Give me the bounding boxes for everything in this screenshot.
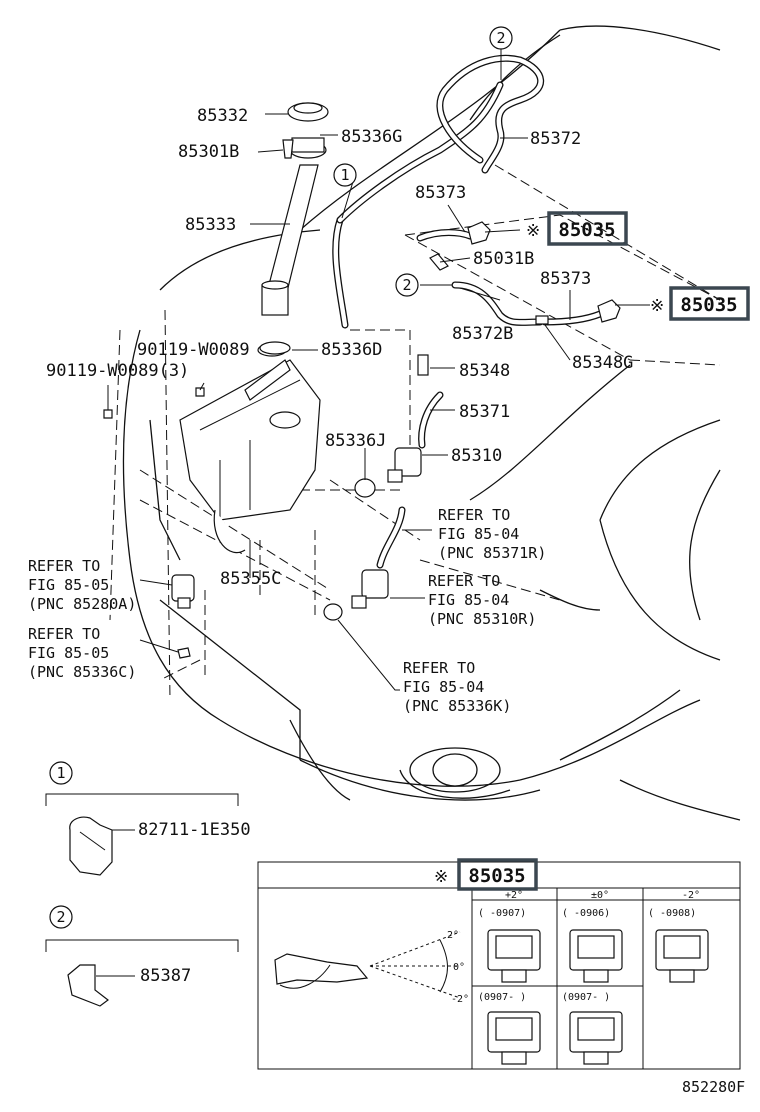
label-85336J[interactable]: 85336J — [325, 431, 386, 451]
callout-1-detail-label: 1 — [56, 764, 65, 782]
part-labels: 85332 85336G 85301B 85333 85372 85373 85… — [46, 106, 745, 1096]
figure-code: 852280F — [682, 1078, 745, 1096]
small-parts — [103, 221, 621, 659]
ref-85336C-line3[interactable]: (PNC 85336C) — [28, 663, 136, 681]
vehicle-outline — [109, 25, 741, 821]
range-plus2-early: ( -0907) — [478, 908, 526, 919]
label-85035-top[interactable]: 85035 — [558, 219, 615, 241]
range-minus2-early: ( -0908) — [648, 908, 696, 919]
label-85031B[interactable]: 85031B — [473, 249, 534, 269]
detail-2 — [45, 939, 239, 1007]
ref-mark-top: ※ — [526, 221, 540, 241]
highlight-85035-side[interactable]: ※ 85035 — [650, 286, 750, 321]
label-85336G[interactable]: 85336G — [341, 127, 402, 147]
label-85035-side[interactable]: 85035 — [680, 294, 737, 316]
callout-2-detail-label: 2 — [56, 908, 65, 926]
callout-1-hose-label: 1 — [340, 166, 349, 184]
label-85371[interactable]: 85371 — [459, 402, 510, 422]
callout-2-top-label: 2 — [496, 29, 505, 47]
ref-mark-table: ※ — [434, 867, 448, 887]
label-82711-1E350[interactable]: 82711-1E350 — [138, 820, 251, 840]
label-85035-table[interactable]: 85035 — [468, 865, 525, 887]
ref-85336C-line1: REFER TO — [28, 625, 100, 643]
angle-label-minus2: -2° — [451, 994, 469, 1005]
label-85373-upper[interactable]: 85373 — [415, 183, 466, 203]
angle-label-zero: 0° — [453, 962, 465, 973]
ref-85310R-line2: FIG 85-04 — [428, 591, 509, 609]
label-85336D[interactable]: 85336D — [321, 340, 382, 360]
label-85310[interactable]: 85310 — [451, 446, 502, 466]
ref-85310R-line3[interactable]: (PNC 85310R) — [428, 610, 536, 628]
callout-2-hose-label: 2 — [402, 276, 411, 294]
nozzle-table: ※ 85035 +2° ±0° -2° ( -0907) ( -0906) ( … — [257, 858, 741, 1070]
label-90119-w0089-3[interactable]: 90119-W0089(3) — [46, 361, 189, 381]
column-header-plus2: +2° — [505, 890, 523, 901]
callout-1-detail — [49, 761, 73, 785]
callout-1-hose — [333, 163, 357, 187]
label-85301B[interactable]: 85301B — [178, 142, 239, 162]
label-85355C[interactable]: 85355C — [220, 569, 281, 589]
label-85372B[interactable]: 85372B — [452, 324, 513, 344]
ref-85336K-line3[interactable]: (PNC 85336K) — [403, 697, 511, 715]
range-plus2-late: (0907- ) — [478, 992, 526, 1003]
label-85387[interactable]: 85387 — [140, 966, 191, 986]
highlight-85035-top[interactable]: ※ 85035 — [526, 211, 628, 246]
label-90119-w0089[interactable]: 90119-W0089 — [137, 340, 250, 360]
ref-85280A-line2: FIG 85-05 — [28, 576, 109, 594]
callout-2-hose — [395, 273, 419, 297]
column-header-zero: ±0° — [591, 890, 609, 901]
label-85372[interactable]: 85372 — [530, 129, 581, 149]
angle-label-plus2: 2° — [447, 930, 459, 941]
label-85373-lower[interactable]: 85373 — [540, 269, 591, 289]
detail-1 — [45, 793, 239, 876]
range-zero-early: ( -0906) — [562, 908, 610, 919]
column-header-minus2: -2° — [682, 890, 700, 901]
ref-85280A-line3[interactable]: (PNC 85280A) — [28, 595, 136, 613]
label-85348[interactable]: 85348 — [459, 361, 510, 381]
range-zero-late: (0907- ) — [562, 992, 610, 1003]
ref-85371R-line1: REFER TO — [438, 506, 510, 524]
washer-reservoir — [179, 102, 329, 554]
hoses — [332, 54, 604, 569]
label-85332[interactable]: 85332 — [197, 106, 248, 126]
label-85333[interactable]: 85333 — [185, 215, 236, 235]
ref-85280A-line1: REFER TO — [28, 557, 100, 575]
ref-85310R-line1: REFER TO — [428, 572, 500, 590]
ref-85336C-line2: FIG 85-05 — [28, 644, 109, 662]
ref-85336K-line1: REFER TO — [403, 659, 475, 677]
callouts: 2 1 2 1 2 — [49, 26, 513, 929]
reference-notes: REFER TO FIG 85-04 (PNC 85371R) REFER TO… — [28, 506, 546, 715]
ref-85336K-line2: FIG 85-04 — [403, 678, 484, 696]
ref-mark-side: ※ — [650, 296, 664, 316]
label-85348G[interactable]: 85348G — [572, 353, 633, 373]
ref-85371R-line2: FIG 85-04 — [438, 525, 519, 543]
leader-lines — [107, 113, 650, 691]
ref-85371R-line3[interactable]: (PNC 85371R) — [438, 544, 546, 562]
callout-2-detail — [49, 905, 73, 929]
